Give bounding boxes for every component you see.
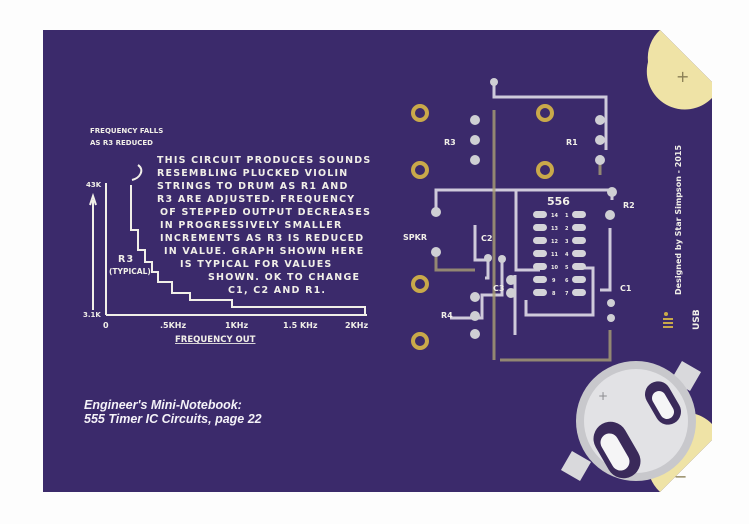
ground-traces — [434, 110, 612, 362]
svg-text:12: 12 — [551, 239, 558, 245]
y-axis-sublabel: (TYPICAL) — [109, 267, 151, 276]
caption-line2: 555 Timer IC Circuits, page 22 — [84, 412, 262, 426]
label-c3: C3 — [493, 284, 504, 293]
svg-text:R3 ARE ADJUSTED. FREQUENCY: R3 ARE ADJUSTED. FREQUENCY — [157, 194, 355, 205]
y-axis-label: R3 — [118, 254, 134, 265]
component-labels: R3 R1 R2 SPKR C2 C3 C1 R4 — [403, 138, 635, 320]
svg-text:5: 5 — [565, 265, 569, 271]
plus-label: + — [676, 67, 689, 86]
caption-line1: Engineer's Mini-Notebook: — [84, 398, 242, 412]
label-c1: C1 — [620, 284, 632, 293]
svg-text:10: 10 — [551, 265, 558, 271]
svg-text:IN VALUE. GRAPH SHOWN HERE: IN VALUE. GRAPH SHOWN HERE — [164, 246, 364, 257]
usb-label: USB — [692, 309, 702, 330]
x-tick-2: 1KHz — [225, 321, 248, 330]
svg-text:C1, C2 AND R1.: C1, C2 AND R1. — [228, 285, 326, 296]
minus-label: − — [674, 467, 687, 486]
label-r3: R3 — [444, 138, 456, 147]
notebook-caption: Engineer's Mini-Notebook: 555 Timer IC C… — [84, 398, 262, 426]
annotation-line2: AS R3 REDUCED — [90, 139, 153, 147]
usb-connector-pads — [663, 312, 673, 328]
x-tick-3: 1.5 KHz — [283, 321, 318, 330]
annotation-line1: FREQUENCY FALLS — [90, 127, 163, 135]
battery-plus-mark: + — [598, 389, 608, 403]
x-tick-1: .5KHz — [160, 321, 187, 330]
designer-credit: Designed by Star Simpson - 2015 — [674, 145, 683, 295]
svg-text:THIS CIRCUIT PRODUCES SOUNDS: THIS CIRCUIT PRODUCES SOUNDS — [157, 155, 371, 166]
coin-cell-holder: + — [560, 360, 702, 482]
solder-joints — [431, 78, 617, 339]
svg-text:9: 9 — [552, 278, 556, 284]
svg-text:RESEMBLING PLUCKED VIOLIN: RESEMBLING PLUCKED VIOLIN — [157, 168, 348, 179]
svg-text:4: 4 — [565, 252, 569, 258]
frequency-graph — [89, 164, 367, 316]
svg-text:6: 6 — [565, 278, 569, 284]
battery-plus-pad — [646, 30, 712, 110]
label-c2: C2 — [481, 234, 492, 243]
gold-pads — [411, 104, 554, 350]
y-bottom-label: 3.1K — [83, 311, 101, 319]
svg-text:STRINGS TO DRUM AS R1 AND: STRINGS TO DRUM AS R1 AND — [157, 181, 349, 192]
label-r1: R1 — [566, 138, 578, 147]
svg-text:3: 3 — [565, 239, 569, 245]
svg-text:SHOWN. OK TO CHANGE: SHOWN. OK TO CHANGE — [208, 272, 360, 283]
svg-text:13: 13 — [551, 226, 558, 232]
ic-label: 556 — [547, 195, 570, 208]
y-top-label: 43K — [86, 181, 102, 189]
pcb-board — [43, 30, 712, 492]
svg-text:INCREMENTS AS R3 IS REDUCED: INCREMENTS AS R3 IS REDUCED — [160, 233, 364, 244]
svg-text:11: 11 — [551, 252, 558, 258]
svg-text:IS TYPICAL FOR VALUES: IS TYPICAL FOR VALUES — [180, 259, 332, 270]
svg-text:IN PROGRESSIVELY SMALLER: IN PROGRESSIVELY SMALLER — [160, 220, 343, 231]
svg-text:14: 14 — [551, 213, 558, 219]
label-r4: R4 — [441, 311, 453, 320]
x-axis-label: FREQUENCY OUT — [175, 335, 256, 345]
svg-text:8: 8 — [552, 291, 556, 297]
ic-pads — [533, 211, 586, 296]
svg-text:7: 7 — [565, 291, 569, 297]
x-tick-4: 2KHz — [345, 321, 368, 330]
svg-text:2: 2 — [565, 226, 569, 232]
label-r2: R2 — [623, 201, 635, 210]
description-text: THIS CIRCUIT PRODUCES SOUNDS RESEMBLING … — [157, 155, 371, 296]
label-spkr: SPKR — [403, 233, 427, 242]
copper-traces — [434, 82, 614, 335]
svg-text:1: 1 — [565, 213, 569, 219]
svg-text:OF STEPPED OUTPUT DECREASES: OF STEPPED OUTPUT DECREASES — [160, 207, 371, 218]
x-tick-0: 0 — [103, 321, 109, 330]
